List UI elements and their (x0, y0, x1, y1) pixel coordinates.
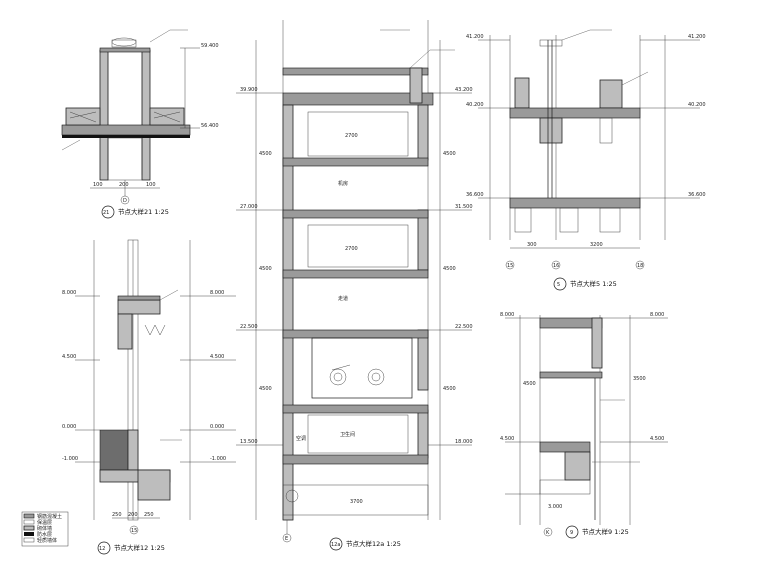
room-label: 卫生间 (340, 431, 355, 438)
grid-axis-label: 18 (637, 263, 643, 269)
grid-axis-label: E (285, 536, 288, 542)
legend-entry: 防水层 (37, 531, 52, 538)
elev-label: 0.000 (62, 424, 76, 430)
detail-title: 节点大样21 1:25 (118, 207, 169, 216)
dim-label: 200 (119, 182, 129, 188)
room-label: 走道 (338, 295, 348, 302)
elev-label: 18.000 (455, 439, 473, 445)
dim-label: 300 (527, 242, 537, 248)
elev-label: 4.500 (62, 354, 76, 360)
legend-entry: 砌体墙 (37, 525, 52, 532)
legend-entry: 钢筋混凝土 (37, 513, 62, 520)
elev-label: 41.200 (466, 34, 484, 40)
detail-21: 59.400 56.400 100 200 100 D 21 节点大样21 1:… (61, 29, 219, 219)
grid-axis-label: D (123, 198, 127, 204)
detail-mark: 12 (99, 546, 105, 552)
elev-label: -1.000 (62, 456, 78, 462)
detail-marker (553, 277, 567, 291)
elev-label: 31.500 (455, 204, 473, 210)
elev-label: 4.500 (210, 354, 224, 360)
detail-mark: 9 (570, 530, 573, 536)
elev-label: 39.900 (240, 87, 258, 93)
elev-label: 36.600 (688, 192, 706, 198)
grid-axis-label: 15 (507, 263, 513, 269)
dim-label: 2700 (345, 133, 358, 139)
grid-axis-label: K (546, 530, 550, 536)
detail-title: 节点大样9 1:25 (582, 527, 629, 536)
detail-marker (565, 525, 579, 539)
elev-label: -1.000 (210, 456, 226, 462)
elev-label: 40.200 (688, 102, 706, 108)
elev-label: 8.000 (62, 290, 76, 296)
room-label: 机房 (338, 180, 348, 187)
elev-label: 56.400 (201, 123, 219, 129)
elev-label: 13.500 (240, 439, 258, 445)
elev-label: 36.600 (466, 192, 484, 198)
elev-label: 4.500 (650, 436, 664, 442)
dim-label: 4500 (523, 381, 536, 387)
dim-label: 4500 (259, 151, 272, 157)
detail-mark: 12a (331, 542, 340, 548)
grid-axis-label: 15 (131, 528, 137, 534)
elev-label: 27.000 (240, 204, 258, 210)
detail-9: 8.000 4.500 3.000 4500 8.000 4.500 3500 … (500, 312, 668, 539)
elev-label: 3.000 (548, 504, 562, 510)
elev-label: 8.000 (650, 312, 664, 318)
legend-entry: 保温层 (37, 519, 52, 526)
elev-label: 59.400 (201, 43, 219, 49)
dim-label: 250 (112, 512, 122, 518)
elev-label: 22.500 (455, 324, 473, 330)
detail-marker (97, 541, 111, 555)
detail-title: 节点大样5 1:25 (570, 279, 617, 288)
grid-axis-label: 16 (553, 263, 559, 269)
detail-12: 8.000 4.500 0.000 -1.000 8.000 4.500 0.0… (62, 239, 236, 555)
dim-label: 4500 (259, 266, 272, 272)
dim-label: 4500 (259, 386, 272, 392)
legend-entry: 轻质墙体 (37, 537, 57, 544)
dim-label: 3500 (633, 376, 646, 382)
elev-label: 22.500 (240, 324, 258, 330)
elev-label: 40.200 (466, 102, 484, 108)
legend-rows: 钢筋混凝土 保温层 砌体墙 防水层 轻质墙体 (23, 513, 62, 544)
room-label: 空调 (296, 435, 306, 442)
elev-label: 41.200 (688, 34, 706, 40)
dim-label: 2700 (345, 246, 358, 252)
detail-mark: 21 (103, 210, 109, 216)
dim-label: 4500 (443, 151, 456, 157)
dim-label: 4500 (443, 266, 456, 272)
detail-marker (329, 537, 343, 551)
elev-label: 0.000 (210, 424, 224, 430)
detail-mark: 5 (557, 282, 560, 288)
legend: 钢筋混凝土 保温层 砌体墙 防水层 轻质墙体 (21, 511, 69, 547)
detail-12a: 机房 走道 卫生间 空调 2700 2700 3700 39.900 27.00… (236, 20, 473, 551)
detail-title: 节点大样12 1:25 (114, 543, 165, 552)
dim-label: 3700 (350, 499, 363, 505)
dim-label: 3200 (590, 242, 603, 248)
elev-label: 8.000 (210, 290, 224, 296)
dim-label: 4500 (443, 386, 456, 392)
dim-label: 250 (144, 512, 154, 518)
dim-label: 200 (128, 512, 138, 518)
detail-marker (101, 205, 115, 219)
detail-title: 节点大样12a 1:25 (346, 539, 401, 548)
detail-5: 41.200 40.200 36.600 41.200 40.200 36.60… (466, 29, 706, 291)
dim-label: 100 (93, 182, 103, 188)
elev-label: 8.000 (500, 312, 514, 318)
elev-label: 4.500 (500, 436, 514, 442)
dim-label: 100 (146, 182, 156, 188)
elev-label: 43.200 (455, 87, 473, 93)
